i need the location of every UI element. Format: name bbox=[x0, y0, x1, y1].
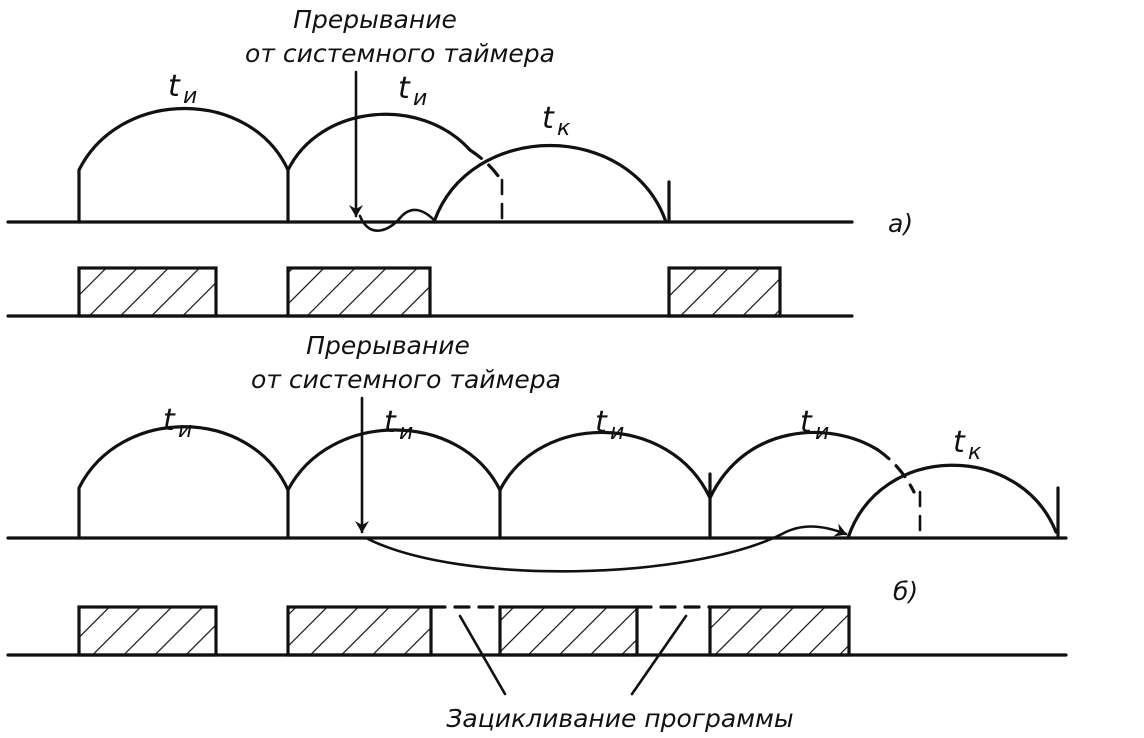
arc-tu-2-dashed-a bbox=[468, 148, 504, 184]
svg-text:t: t bbox=[398, 71, 411, 106]
svg-text:t: t bbox=[168, 69, 181, 104]
interrupt-caption-b-line2: от системного таймера bbox=[251, 365, 561, 394]
svg-text:и: и bbox=[178, 418, 192, 443]
hatched-block-b-1 bbox=[77, 605, 218, 657]
hatched-block-a-2 bbox=[286, 266, 432, 318]
label-tu-1-b: t и bbox=[163, 403, 192, 443]
arc-tu-4-b bbox=[708, 431, 880, 500]
svg-text:и: и bbox=[610, 420, 624, 445]
svg-text:и: и bbox=[399, 420, 413, 445]
hatched-block-b-2 bbox=[286, 605, 433, 657]
label-tk-a: t к bbox=[542, 101, 571, 141]
svg-text:t: t bbox=[542, 101, 555, 136]
interrupt-caption-b-line1: Прерывание bbox=[306, 331, 470, 360]
arc-tu-2-b bbox=[286, 428, 502, 540]
arc-tu-3-b bbox=[498, 430, 712, 540]
arc-tu-1-b bbox=[77, 425, 290, 540]
arc-tk-b bbox=[846, 463, 1058, 540]
label-tk-b: t к bbox=[953, 425, 982, 465]
part-b-label: б) bbox=[893, 577, 918, 606]
part-b: Прерывание от системного таймера t и t и… bbox=[6, 331, 1068, 733]
arc-tu-4-dashed-b bbox=[876, 448, 916, 494]
part-a-label: а) bbox=[888, 209, 913, 238]
label-tu-1-a: t и bbox=[168, 69, 197, 109]
switch-curve-b bbox=[364, 523, 848, 573]
part-a: Прерывание от системного таймера t и t и… bbox=[6, 5, 913, 318]
svg-text:и: и bbox=[413, 86, 427, 111]
hatched-block-a-3 bbox=[667, 266, 782, 318]
svg-text:t: t bbox=[595, 405, 608, 440]
arc-tu-2-a bbox=[286, 112, 472, 172]
svg-text:и: и bbox=[815, 420, 829, 445]
arc-tk-a bbox=[432, 143, 668, 224]
label-tu-2-b: t и bbox=[384, 405, 413, 445]
hatched-block-b-4 bbox=[708, 605, 851, 657]
arc-tu-1-a bbox=[77, 106, 290, 224]
svg-text:t: t bbox=[163, 403, 176, 438]
switch-curve-a bbox=[358, 208, 436, 232]
svg-text:t: t bbox=[800, 405, 813, 440]
svg-text:t: t bbox=[953, 425, 966, 460]
svg-text:к: к bbox=[557, 116, 571, 141]
label-tu-2-a: t и bbox=[398, 71, 427, 111]
interrupt-caption-a-line2: от системного таймера bbox=[245, 39, 555, 68]
label-tu-4-b: t и bbox=[800, 405, 829, 445]
loop-pointer-2 bbox=[630, 614, 688, 696]
interrupt-caption-a-line1: Прерывание bbox=[293, 5, 457, 34]
svg-text:t: t bbox=[384, 405, 397, 440]
hatched-block-a-1 bbox=[77, 266, 218, 318]
svg-text:к: к bbox=[968, 440, 982, 465]
loop-pointer-1 bbox=[458, 614, 507, 696]
svg-text:и: и bbox=[183, 84, 197, 109]
label-tu-3-b: t и bbox=[595, 405, 624, 445]
hatched-block-b-3 bbox=[498, 605, 639, 657]
loop-caption: Зацикливание программы bbox=[446, 704, 793, 733]
